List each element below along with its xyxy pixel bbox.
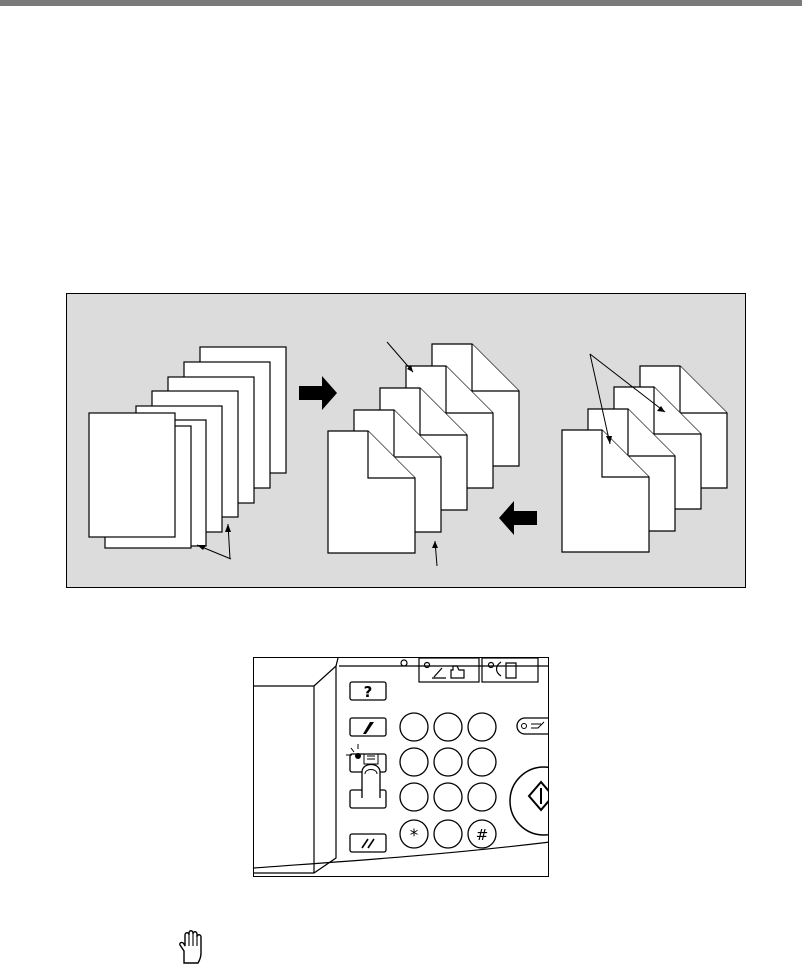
scan-icon <box>432 668 446 678</box>
keypad-key[interactable] <box>434 783 462 811</box>
sorted-output-sets <box>562 366 727 552</box>
keypad-key[interactable] <box>434 713 462 741</box>
keypad-key[interactable] <box>400 783 428 811</box>
help-key-label: ? <box>364 683 373 701</box>
control-panel-illustration: ? * # <box>253 657 549 877</box>
status-icons <box>401 660 516 678</box>
caution-hand-icon <box>176 929 206 965</box>
original-stack <box>89 347 286 548</box>
scanned-separated-sets <box>328 344 519 553</box>
arrow-right-icon <box>299 376 337 410</box>
keypad-key[interactable] <box>434 748 462 776</box>
clear-key[interactable] <box>350 834 386 852</box>
keypad-key[interactable] <box>468 783 496 811</box>
print-icon <box>451 666 464 678</box>
phone-book-icon <box>497 662 517 678</box>
keypad-key[interactable] <box>400 748 428 776</box>
star-symbol: * <box>410 826 419 846</box>
hash-symbol: # <box>476 826 489 844</box>
keypad-key[interactable] <box>468 748 496 776</box>
keypad-key[interactable] <box>434 820 462 848</box>
start-button[interactable] <box>510 767 549 835</box>
header-rule <box>0 0 802 6</box>
collate-illustration <box>66 293 746 588</box>
keypad-key[interactable] <box>400 713 428 741</box>
arrow-left-icon <box>499 501 537 535</box>
keypad-key[interactable] <box>468 713 496 741</box>
